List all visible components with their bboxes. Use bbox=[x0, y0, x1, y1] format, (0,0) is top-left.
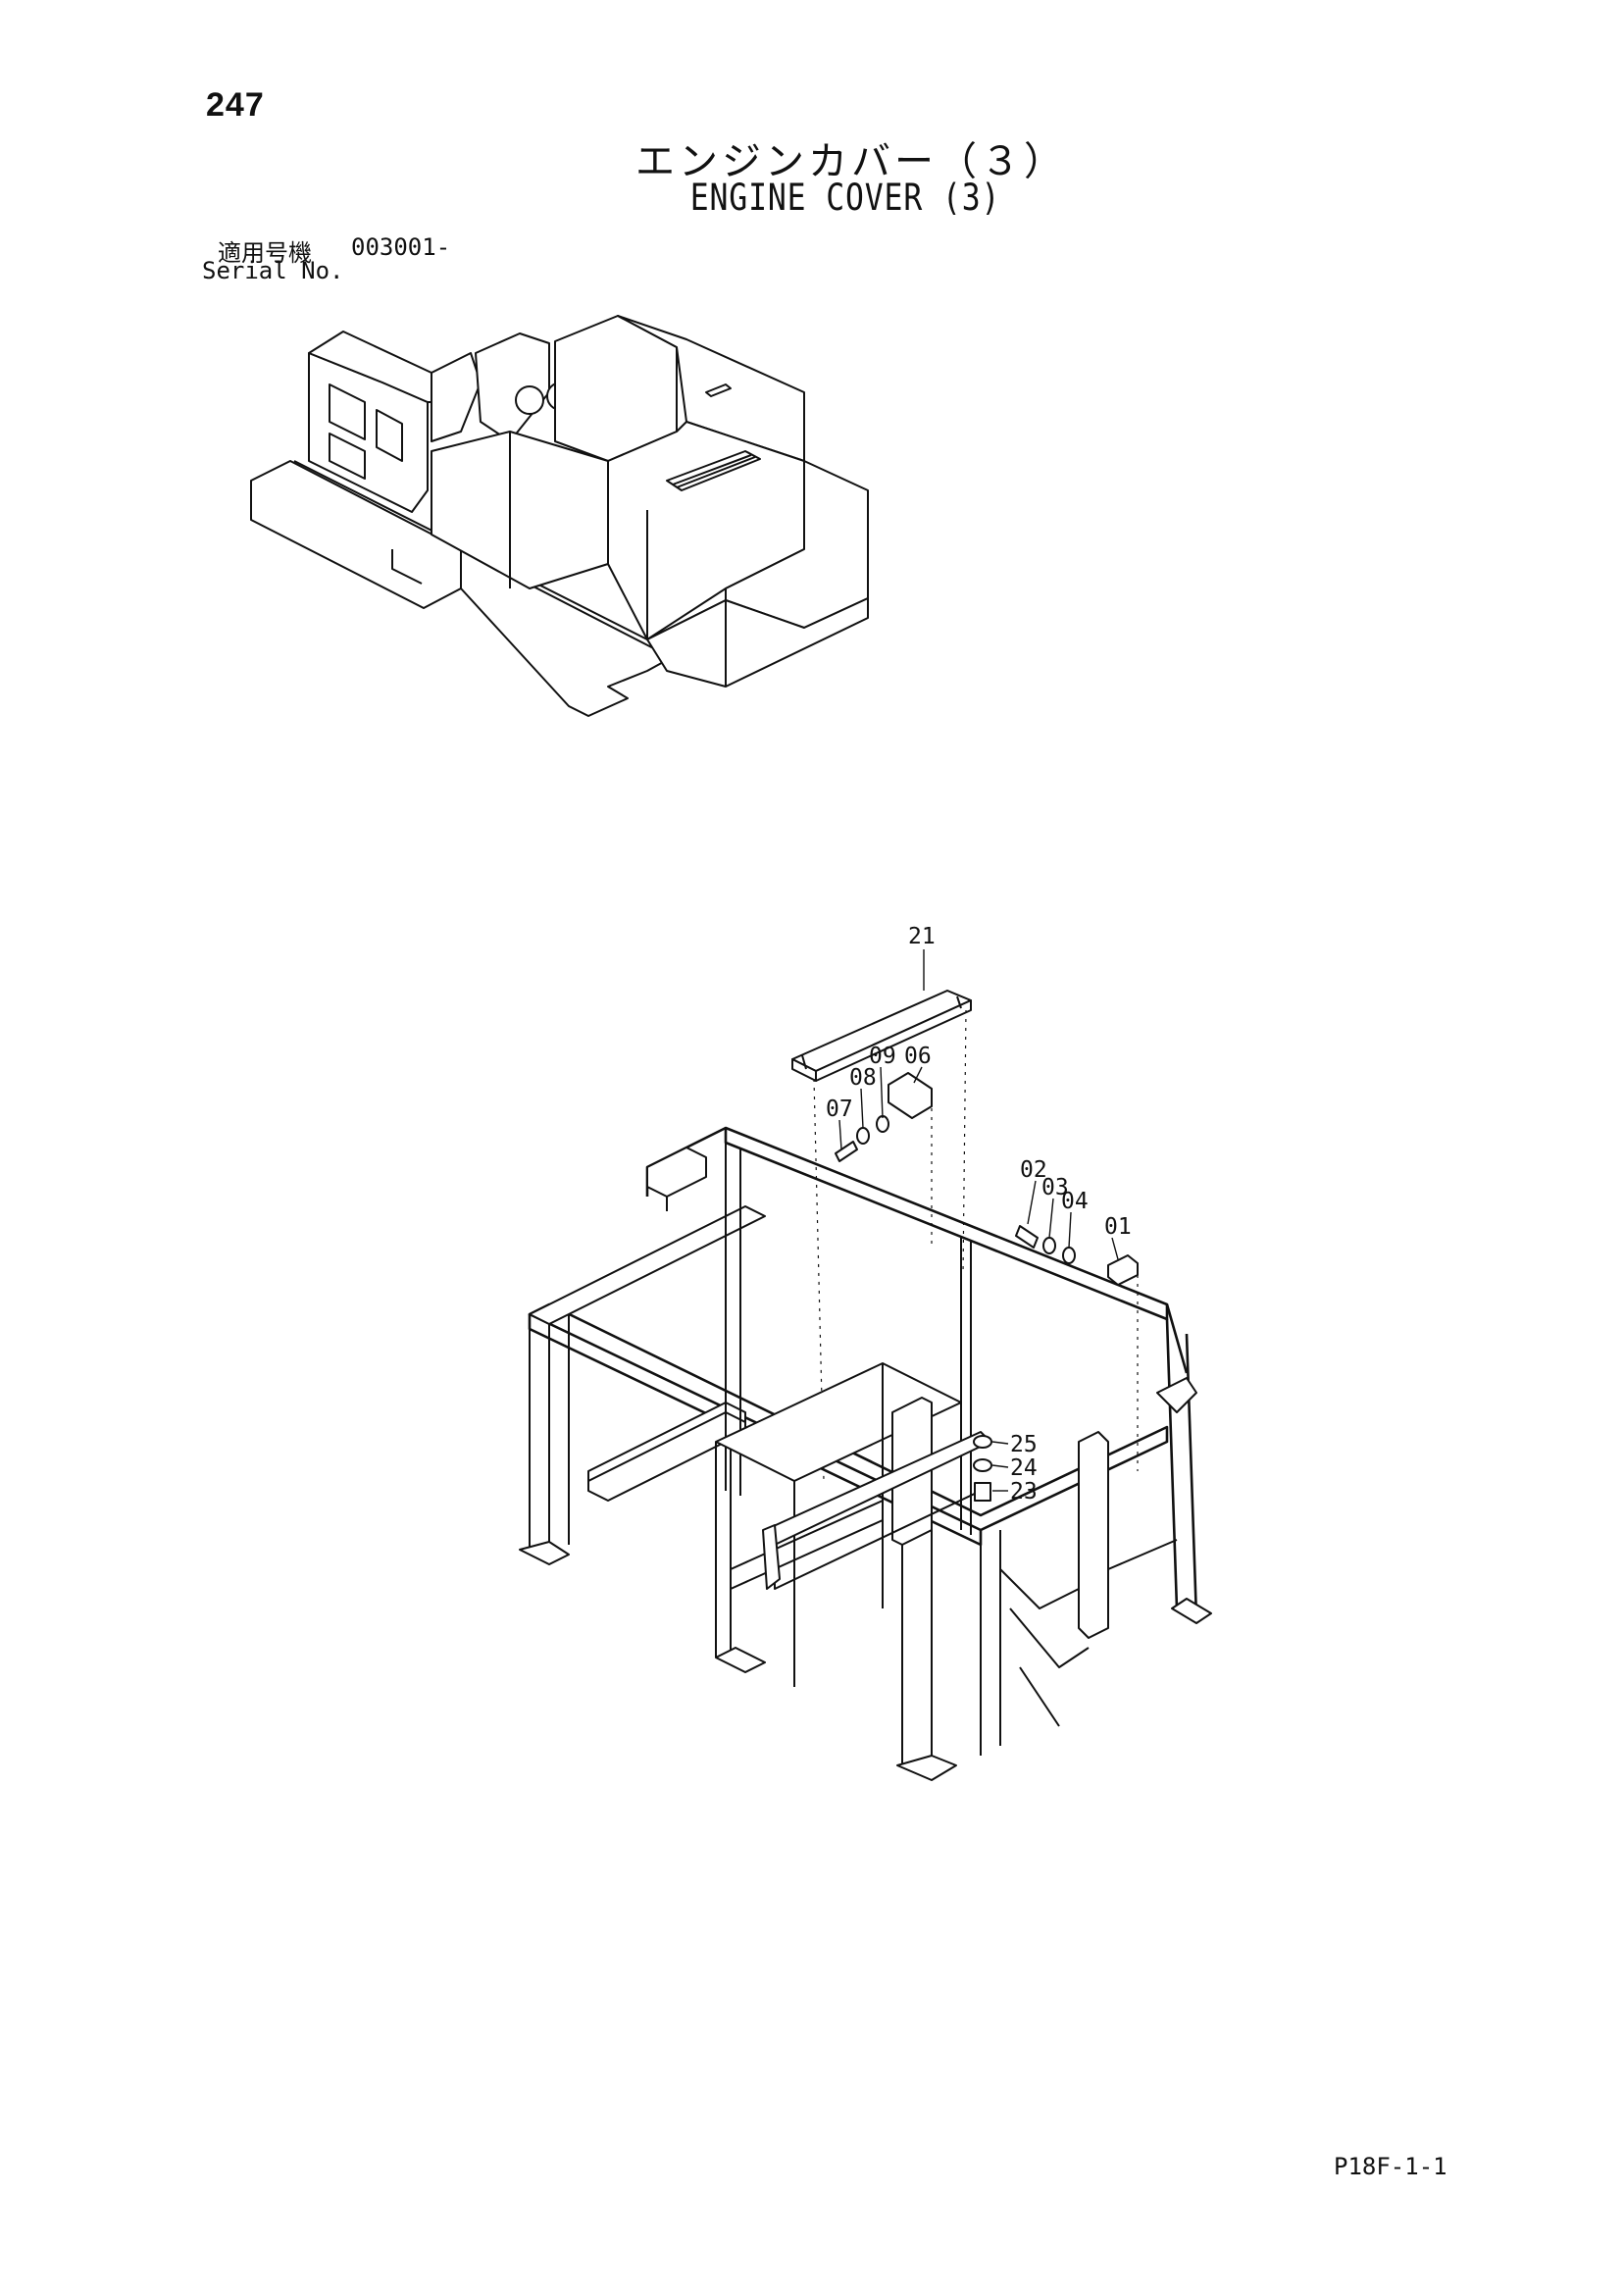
callout-08: 08 bbox=[849, 1065, 877, 1091]
washer-part-25 bbox=[973, 1435, 992, 1449]
callout-24: 24 bbox=[1010, 1455, 1038, 1481]
washer-part-03 bbox=[1042, 1237, 1056, 1254]
footer-page-code: P18F-1-1 bbox=[1334, 2153, 1447, 2180]
bracket-part-06 bbox=[888, 1072, 933, 1119]
washer-part-09 bbox=[876, 1115, 889, 1133]
callout-23: 23 bbox=[1010, 1479, 1038, 1505]
bolt-part-02 bbox=[1015, 1225, 1039, 1249]
bolt-part-07 bbox=[835, 1141, 858, 1162]
washer-part-04 bbox=[1062, 1247, 1076, 1264]
callout-04: 04 bbox=[1061, 1189, 1089, 1214]
washer-part-24 bbox=[973, 1458, 992, 1472]
callout-01: 01 bbox=[1104, 1214, 1132, 1240]
callout-03: 03 bbox=[1041, 1175, 1069, 1200]
serial-label-japanese: 適用号機 bbox=[218, 239, 312, 267]
bolt-part-23 bbox=[974, 1482, 991, 1502]
page-number: 247 bbox=[206, 86, 265, 124]
callout-07: 07 bbox=[826, 1097, 853, 1122]
callout-21: 21 bbox=[908, 924, 936, 949]
page-title-english: ENGINE COVER (3) bbox=[689, 177, 1001, 219]
serial-label-english: Serial No. bbox=[202, 257, 344, 284]
callout-09: 09 bbox=[869, 1044, 896, 1069]
callout-06: 06 bbox=[904, 1044, 932, 1069]
serial-number-value: 003001- bbox=[351, 233, 451, 261]
latch-part-01 bbox=[1107, 1254, 1139, 1286]
page-title-japanese: エンジンカバー（３） bbox=[635, 139, 1067, 184]
callout-02: 02 bbox=[1020, 1157, 1047, 1183]
washer-part-08 bbox=[856, 1127, 870, 1145]
callout-25: 25 bbox=[1010, 1432, 1038, 1457]
